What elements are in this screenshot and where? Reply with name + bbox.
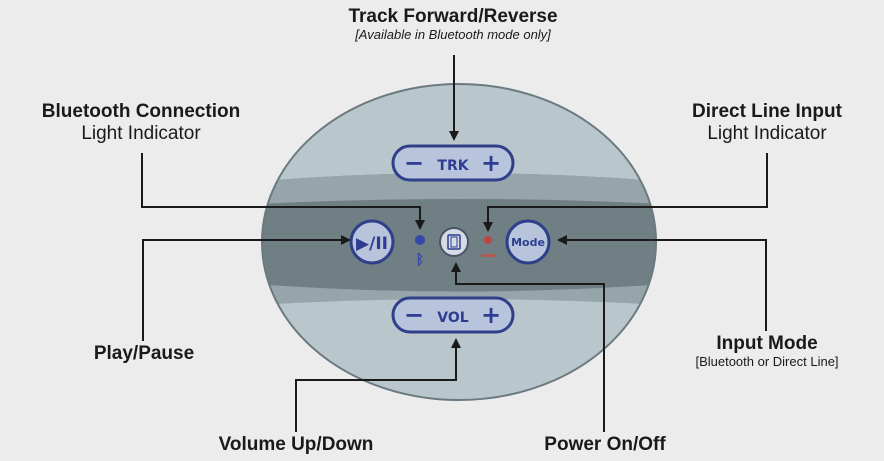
volume-label: Volume Up/Down xyxy=(198,434,394,456)
direct-light-leader xyxy=(487,153,768,224)
volume-minus[interactable]: − xyxy=(404,301,424,329)
leader-lines xyxy=(141,55,768,432)
play-pause-icon: ▶/II xyxy=(356,234,388,254)
track-text: TRK xyxy=(437,158,469,174)
input-mode-leader xyxy=(565,239,767,331)
volume-plus[interactable]: + xyxy=(481,301,501,329)
bluetooth-light-title: Bluetooth Connection xyxy=(41,101,241,122)
play-pause-leader xyxy=(142,239,343,341)
power-arrowhead xyxy=(451,262,461,272)
direct-light-arrowhead xyxy=(483,222,493,232)
mode-button[interactable]: Mode xyxy=(505,219,551,265)
bottom-edge-band xyxy=(262,283,656,306)
track-arrowhead xyxy=(449,131,459,141)
direct-line-icon xyxy=(481,254,495,257)
track-minus[interactable]: − xyxy=(404,149,424,177)
power-circle[interactable] xyxy=(439,227,469,257)
volume-pill[interactable] xyxy=(391,296,515,334)
power-button[interactable] xyxy=(439,227,469,257)
direct-light-indicator xyxy=(484,236,492,244)
track-pill[interactable] xyxy=(391,144,515,182)
play-pause-title: Play/Pause xyxy=(93,343,195,364)
direct-light-sub: Light Indicator xyxy=(707,122,827,144)
device-body xyxy=(261,83,657,401)
power-title: Power On/Off xyxy=(544,434,666,455)
top-edge-band xyxy=(262,173,656,205)
track-label: Track Forward/Reverse [Available in Blue… xyxy=(333,6,573,43)
direct-light-label: Direct Line Input Light Indicator xyxy=(673,101,861,145)
track-title: Track Forward/Reverse xyxy=(348,6,558,27)
volume-leader xyxy=(295,346,457,432)
bluetooth-light-label: Bluetooth Connection Light Indicator xyxy=(18,101,264,145)
mode-text: Mode xyxy=(511,236,545,249)
power-label: Power On/Off xyxy=(522,434,688,456)
volume-title: Volume Up/Down xyxy=(218,434,374,455)
track-note: [Available in Bluetooth mode only] xyxy=(355,26,551,42)
bluetooth-light-sub: Light Indicator xyxy=(81,122,201,144)
power-icon xyxy=(447,234,461,250)
play-pause-label: Play/Pause xyxy=(74,343,214,365)
mode-circle[interactable] xyxy=(505,219,551,265)
track-button[interactable]: − TRK + xyxy=(391,144,515,182)
play-pause-arrowhead xyxy=(341,235,351,245)
track-plus[interactable]: + xyxy=(481,149,501,177)
play-pause-circle[interactable] xyxy=(349,219,395,265)
bluetooth-icon: ᛒ xyxy=(416,252,424,268)
volume-button[interactable]: − VOL + xyxy=(391,296,515,334)
bluetooth-light-leader xyxy=(141,153,421,222)
direct-light-title: Direct Line Input xyxy=(692,101,842,122)
bluetooth-light-arrowhead xyxy=(415,220,425,230)
power-icon-inner xyxy=(450,236,458,248)
play-pause-button[interactable]: ▶/II xyxy=(349,219,395,265)
bluetooth-light-indicator xyxy=(415,235,425,245)
input-mode-title: Input Mode xyxy=(716,333,818,354)
input-mode-note: [Bluetooth or Direct Line] xyxy=(695,353,839,369)
volume-text: VOL xyxy=(437,310,468,326)
input-mode-label: Input Mode [Bluetooth or Direct Line] xyxy=(662,333,872,370)
device-outline xyxy=(261,83,657,401)
input-mode-arrowhead xyxy=(557,235,567,245)
volume-arrowhead xyxy=(451,338,461,348)
power-leader xyxy=(455,270,605,432)
